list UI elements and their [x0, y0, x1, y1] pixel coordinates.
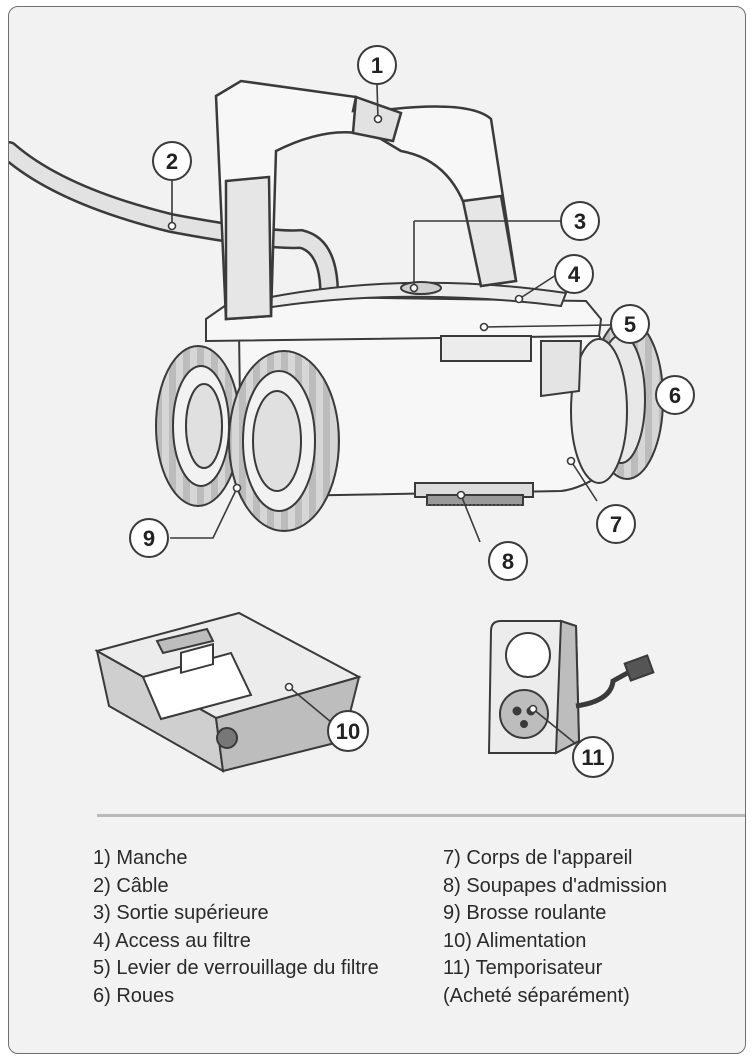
legend-item: 7) Corps de l'appareil: [443, 847, 633, 869]
left-front-wheel: [228, 350, 340, 532]
callout-8: 8: [488, 541, 528, 581]
power-supply: [94, 611, 362, 773]
svg-text:11: 11: [581, 745, 604, 770]
robot-deck: [205, 281, 603, 362]
callout-5: 5: [610, 304, 650, 344]
callout-1: 1: [357, 45, 397, 85]
svg-text:1: 1: [371, 53, 383, 78]
legend-item: (Acheté séparément): [443, 984, 630, 1007]
legend-item: 5) Levier de verrouillage du filtre: [93, 957, 379, 979]
legend-right-column: 7) Corps de l'appareil 8) Soupapes d'adm…: [443, 845, 667, 1010]
callout-10: 10: [327, 710, 369, 752]
legend-left-column: 1) Manche 2) Câble 3) Sortie supérieure …: [93, 845, 379, 1010]
legend-item: 8) Soupapes d'admission: [443, 874, 667, 897]
legend-item: 3) Sortie supérieure: [93, 902, 269, 924]
svg-text:2: 2: [166, 149, 178, 174]
legend-item: 10) Alimentation: [443, 929, 587, 952]
legend-item: 11) Temporisateur: [443, 957, 603, 979]
intake-plate: [414, 482, 534, 506]
diagram-frame: 1 2 3 4 5 6 7 8 9 10 11 1) Manche 2) Câb…: [8, 6, 746, 1054]
callout-6: 6: [655, 375, 695, 415]
legend-item: 2) Câble: [93, 874, 169, 897]
legend-item: 9) Brosse roulante: [443, 902, 607, 924]
legend-item: 6) Roues: [93, 984, 175, 1007]
callout-11: 11: [572, 736, 614, 778]
callout-7: 7: [596, 504, 636, 544]
divider: [97, 814, 745, 817]
svg-text:5: 5: [624, 312, 636, 337]
pool-robot-illustration: 1 2 3 4 5 6 7 8 9 10 11: [9, 45, 695, 778]
legend-item: 1) Manche: [93, 847, 188, 869]
handle: [214, 79, 518, 321]
svg-text:8: 8: [502, 549, 514, 574]
svg-text:3: 3: [574, 209, 586, 234]
svg-text:9: 9: [143, 526, 155, 551]
svg-text:10: 10: [336, 719, 360, 744]
leader-lines: [167, 84, 612, 745]
svg-text:7: 7: [610, 512, 622, 537]
callout-4: 4: [554, 254, 594, 294]
left-rear-wheel: [155, 345, 241, 507]
legend-item: 4) Access au filtre: [93, 929, 251, 952]
timer-device: [487, 619, 655, 755]
callout-9: 9: [129, 518, 169, 558]
svg-text:4: 4: [568, 262, 581, 287]
svg-text:6: 6: [669, 383, 681, 408]
callout-2: 2: [152, 141, 192, 181]
callout-3: 3: [560, 201, 600, 241]
